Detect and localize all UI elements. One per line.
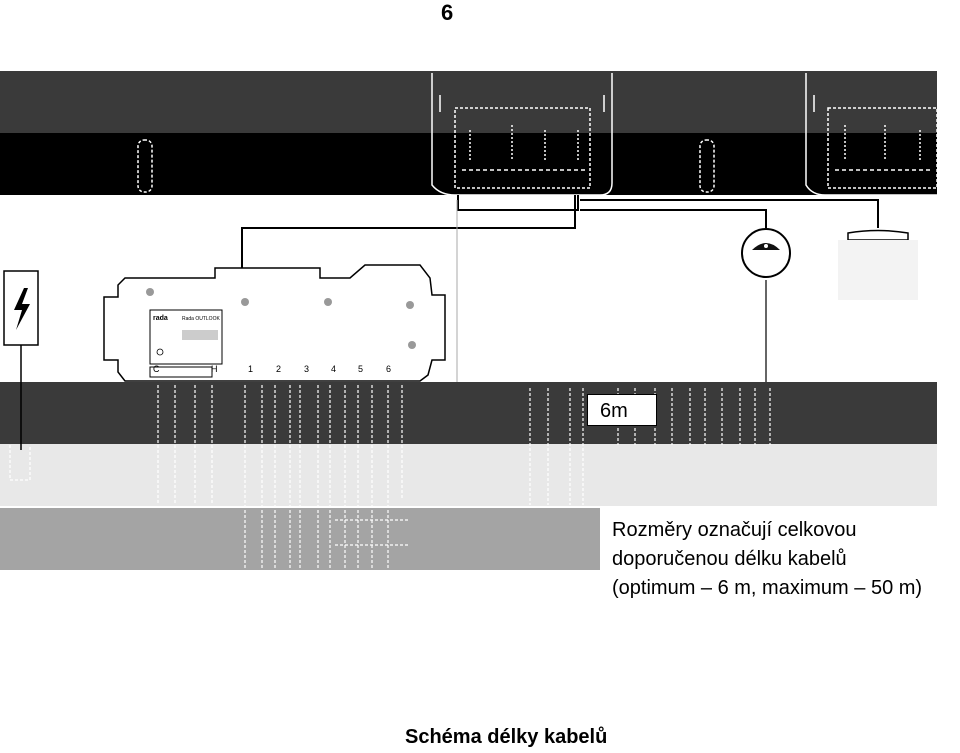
washbasin-unit-1 xyxy=(431,73,613,196)
band-top-dark xyxy=(0,71,937,133)
terminal-label-3: 3 xyxy=(304,364,309,374)
page-number: 6 xyxy=(441,0,454,25)
terminal-label-h: H xyxy=(211,364,218,374)
terminal-label-2: 2 xyxy=(276,364,281,374)
cables xyxy=(241,195,879,268)
terminal-label-6: 6 xyxy=(386,364,391,374)
note-line-3: (optimum – 6 m, maximum – 50 m) xyxy=(612,577,923,599)
sensor-icon xyxy=(741,228,791,278)
connector-cables xyxy=(9,385,771,570)
note-line-1: Rozměry označují celkovou xyxy=(612,519,857,541)
terminal-label-c: C xyxy=(153,364,160,374)
band-gray xyxy=(0,508,600,570)
wall-fitting-1 xyxy=(137,139,153,193)
figure-caption: Schéma délky kabelů xyxy=(405,726,608,748)
unit-product: Rada OUTLOOK xyxy=(182,316,220,322)
band-top-black xyxy=(0,133,937,195)
terminal-label-1: 1 xyxy=(248,364,253,374)
dimension-label: 6m xyxy=(587,394,657,426)
unit-brand: rada xyxy=(153,315,168,322)
washbasin-unit-2 xyxy=(805,73,938,196)
control-unit: rada Rada OUTLOOK C H 1 2 3 4 5 6 xyxy=(103,264,446,382)
wall-fitting-2 xyxy=(699,139,715,193)
terminal-label-4: 4 xyxy=(331,364,336,374)
cable-length-note: Rozměry označují celkovou doporučenou dé… xyxy=(612,516,922,603)
band-mid-dark xyxy=(0,382,937,444)
ceiling-lamp-icon xyxy=(838,229,918,300)
power-supply-icon xyxy=(3,270,39,346)
terminal-label-5: 5 xyxy=(358,364,363,374)
band-light xyxy=(0,444,937,506)
note-line-2: doporučenou délku kabelů xyxy=(612,548,847,570)
